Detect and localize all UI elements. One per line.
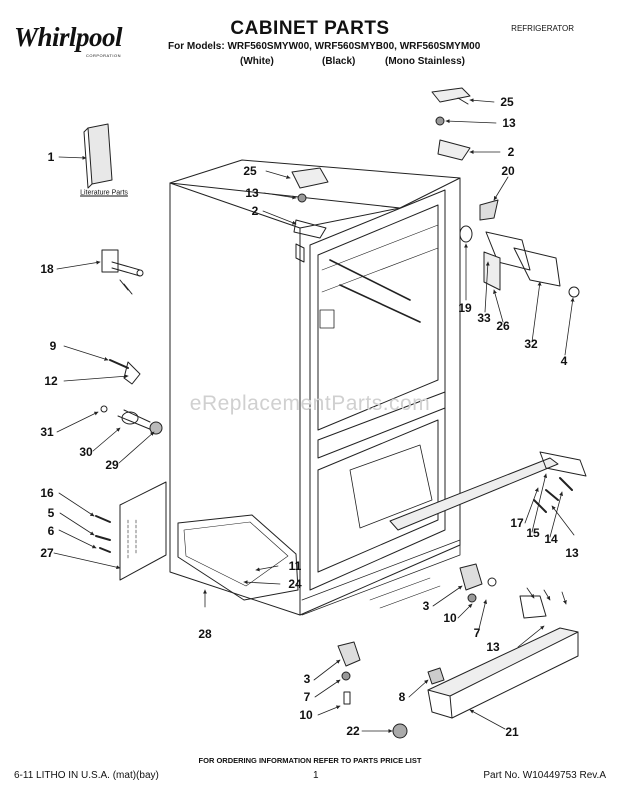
callout-2-c-2a: 2	[507, 145, 515, 159]
variant-black: (Black)	[322, 56, 356, 67]
callout-5-c-5: 5	[47, 506, 55, 520]
models-line: For Models: WRF560SMYW00, WRF560SMYB00, …	[168, 41, 481, 52]
ordering-note: FOR ORDERING INFORMATION REFER TO PARTS …	[198, 756, 422, 765]
callout-27-c-27: 27	[40, 546, 54, 560]
callout-25-c-25b: 25	[243, 164, 257, 178]
callout-31-c-31: 31	[40, 425, 54, 439]
callout-13-c-13a: 13	[502, 116, 516, 130]
callout-8-c-8: 8	[398, 690, 406, 704]
literature-parts-label: Literature Parts	[80, 189, 128, 197]
callout-3-c-3a: 3	[422, 599, 430, 613]
lower-hinge-left	[337, 641, 361, 705]
callout-3-c-3b: 3	[303, 672, 311, 686]
callout-28-c-28: 28	[198, 627, 212, 641]
callout-30-c-30: 30	[79, 445, 93, 459]
side-panel-bracket	[95, 481, 167, 581]
drain-plug	[392, 723, 408, 739]
callout-15-c-15: 15	[526, 526, 540, 540]
callout-12-c-12: 12	[44, 374, 58, 388]
callout-1-c-1: 1	[47, 150, 55, 164]
callout-7-c-7a: 7	[473, 626, 481, 640]
part-number: Part No. W10449753 Rev.A	[483, 770, 606, 781]
crisper-basket	[177, 514, 299, 601]
callout-9-c-9: 9	[49, 339, 57, 353]
callout-6-c-6: 6	[47, 524, 55, 538]
leveling-leg	[101, 249, 144, 295]
page-title: CABINET PARTS	[230, 18, 390, 39]
variant-mono-stainless: (Mono Stainless)	[385, 56, 466, 67]
callout-10-c-10a: 10	[443, 611, 457, 625]
callout-7-c-7b: 7	[303, 690, 311, 704]
litho-info: 6-11 LITHO IN U.S.A. (mat)(bay)	[14, 770, 159, 781]
callout-29-c-29: 29	[105, 458, 119, 472]
callout-16-c-16: 16	[40, 486, 54, 500]
callout-13-c-13c: 13	[565, 546, 579, 560]
callout-18-c-18: 18	[40, 262, 54, 276]
watermark: eReplacementParts.com	[189, 392, 431, 415]
toe-grille	[427, 627, 579, 719]
top-hinge-assembly	[291, 87, 471, 263]
callout-2-c-2b: 2	[251, 204, 259, 218]
callout-4-c-4: 4	[560, 354, 568, 368]
brand-logo: Whirlpool	[14, 22, 123, 52]
callout-24-c-24: 24	[288, 577, 302, 591]
variant-white: (White)	[240, 56, 274, 67]
grille-clip	[427, 667, 445, 685]
callout-26-c-26: 26	[496, 319, 510, 333]
callout-17-c-17: 17	[510, 516, 524, 530]
callout-11-c-11: 11	[288, 559, 302, 573]
callout-25-c-25a: 25	[500, 95, 514, 109]
right-hinge-bracket	[459, 199, 580, 298]
lower-hinge-right	[459, 563, 547, 619]
callout-22-c-22: 22	[346, 724, 360, 738]
callout-13-c-13b: 13	[245, 186, 259, 200]
callout-19-c-19: 19	[458, 301, 472, 315]
stabilizer-rail	[389, 451, 587, 531]
callout-13-c-13d: 13	[486, 640, 500, 654]
callout-14-c-14: 14	[544, 532, 558, 546]
callout-10-c-10b: 10	[299, 708, 313, 722]
brand-logo-subtext: CORPORATION	[86, 53, 121, 58]
left-hardware	[100, 359, 163, 435]
callout-32-c-32: 32	[524, 337, 538, 351]
callout-21-c-21: 21	[505, 725, 519, 739]
appliance-type: REFRIGERATOR	[511, 24, 574, 33]
literature-booklet	[83, 123, 113, 189]
callout-33-c-33: 33	[477, 311, 491, 325]
page-number: 1	[313, 770, 319, 781]
callout-20-c-20: 20	[501, 164, 515, 178]
cabinet-body	[169, 159, 461, 616]
